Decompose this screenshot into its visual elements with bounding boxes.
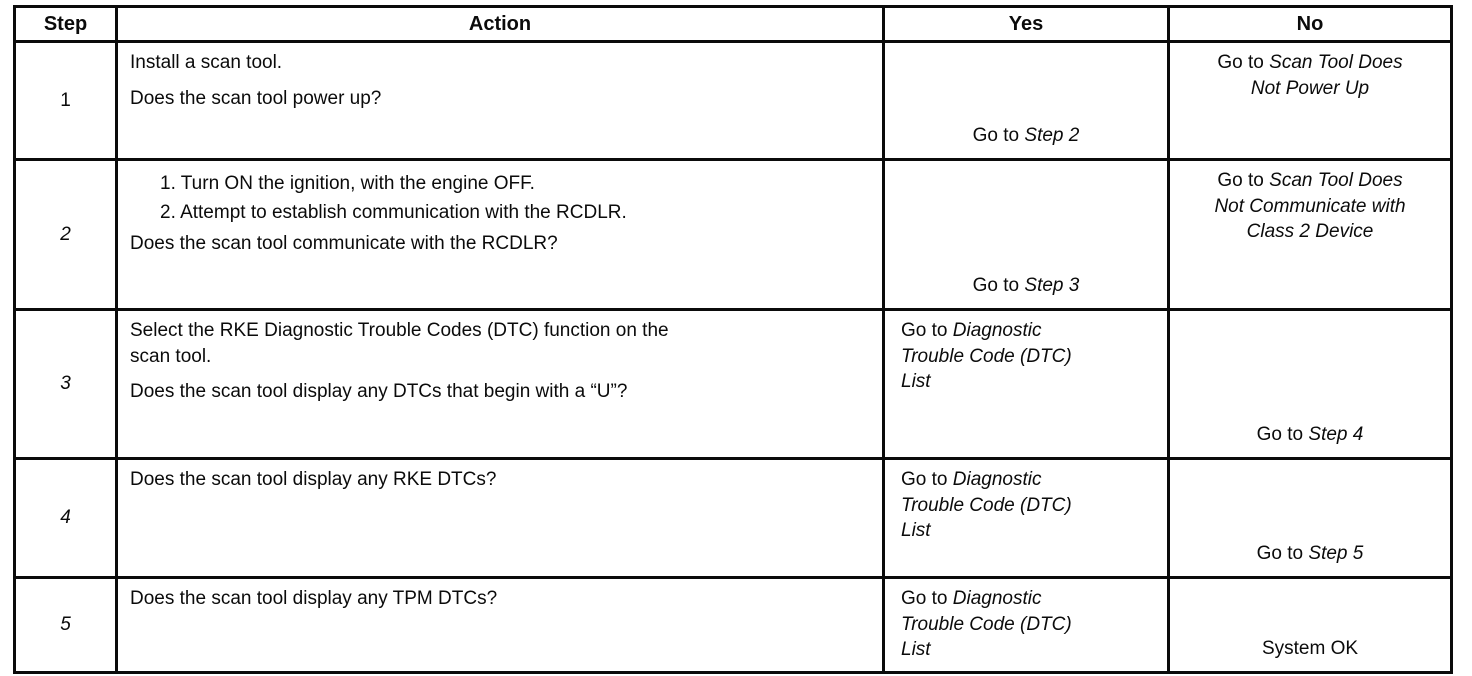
header-yes: Yes: [885, 8, 1170, 43]
goto-reference: Go to Scan Tool Does Not Communicate wit…: [1214, 170, 1406, 243]
action-cell-3: Select the RKE Diagnostic Trouble Codes …: [118, 311, 885, 460]
action-question: Does the scan tool display any DTCs that…: [130, 381, 628, 403]
step-number-1: 1: [16, 43, 118, 161]
action-text: Install a scan tool.: [130, 52, 283, 73]
action-text: Select the RKE Diagnostic Trouble Codes …: [130, 320, 669, 367]
no-cell-4: Go to Step 5: [1170, 460, 1450, 579]
header-action: Action: [118, 8, 885, 43]
header-no: No: [1170, 8, 1450, 43]
goto-reference: Go to Diagnostic Trouble Code (DTC) List: [901, 469, 1072, 542]
action-cell-5: Does the scan tool display any TPM DTCs?: [118, 579, 885, 671]
goto-reference: Go to Diagnostic Trouble Code (DTC) List: [901, 320, 1072, 393]
yes-cell-5: Go to Diagnostic Trouble Code (DTC) List: [885, 579, 1170, 671]
yes-cell-2: Go to Step 3: [885, 161, 1170, 311]
yes-cell-4: Go to Diagnostic Trouble Code (DTC) List: [885, 460, 1170, 579]
goto-reference: Go to Step 3: [972, 275, 1080, 297]
action-list-item: 1. Turn ON the ignition, with the engine…: [160, 173, 535, 194]
yes-cell-1: Go to Step 2: [885, 43, 1170, 161]
action-question: Does the scan tool power up?: [130, 87, 382, 109]
step-number-3: 3: [16, 311, 118, 460]
no-cell-2: Go to Scan Tool Does Not Communicate wit…: [1170, 161, 1450, 311]
step-number-2: 2: [16, 161, 118, 311]
action-cell-4: Does the scan tool display any RKE DTCs?: [118, 460, 885, 579]
no-cell-1: Go to Scan Tool Does Not Power Up: [1170, 43, 1450, 161]
goto-reference: Go to Step 2: [972, 125, 1080, 147]
header-step: Step: [16, 8, 118, 43]
yes-cell-3: Go to Diagnostic Trouble Code (DTC) List: [885, 311, 1170, 460]
step-number-5: 5: [16, 579, 118, 671]
goto-reference: Go to Step 5: [1256, 543, 1364, 565]
diagnostic-table: Step Action Yes No 1 Install a scan tool…: [13, 5, 1453, 674]
action-question: Does the scan tool display any RKE DTCs?: [130, 469, 497, 490]
goto-reference: Go to Diagnostic Trouble Code (DTC) List: [901, 588, 1072, 661]
step-number-4: 4: [16, 460, 118, 579]
goto-reference: Go to Step 4: [1256, 424, 1364, 446]
action-question: Does the scan tool communicate with the …: [130, 233, 558, 255]
action-cell-1: Install a scan tool. Does the scan tool …: [118, 43, 885, 161]
action-question: Does the scan tool display any TPM DTCs?: [130, 588, 498, 609]
goto-reference: Go to Scan Tool Does Not Power Up: [1217, 52, 1403, 99]
no-cell-5: System OK: [1170, 579, 1450, 671]
no-cell-3: Go to Step 4: [1170, 311, 1450, 460]
action-list-item: 2. Attempt to establish communication wi…: [160, 201, 627, 223]
action-cell-2: 1. Turn ON the ignition, with the engine…: [118, 161, 885, 311]
result-text: System OK: [1261, 638, 1359, 660]
